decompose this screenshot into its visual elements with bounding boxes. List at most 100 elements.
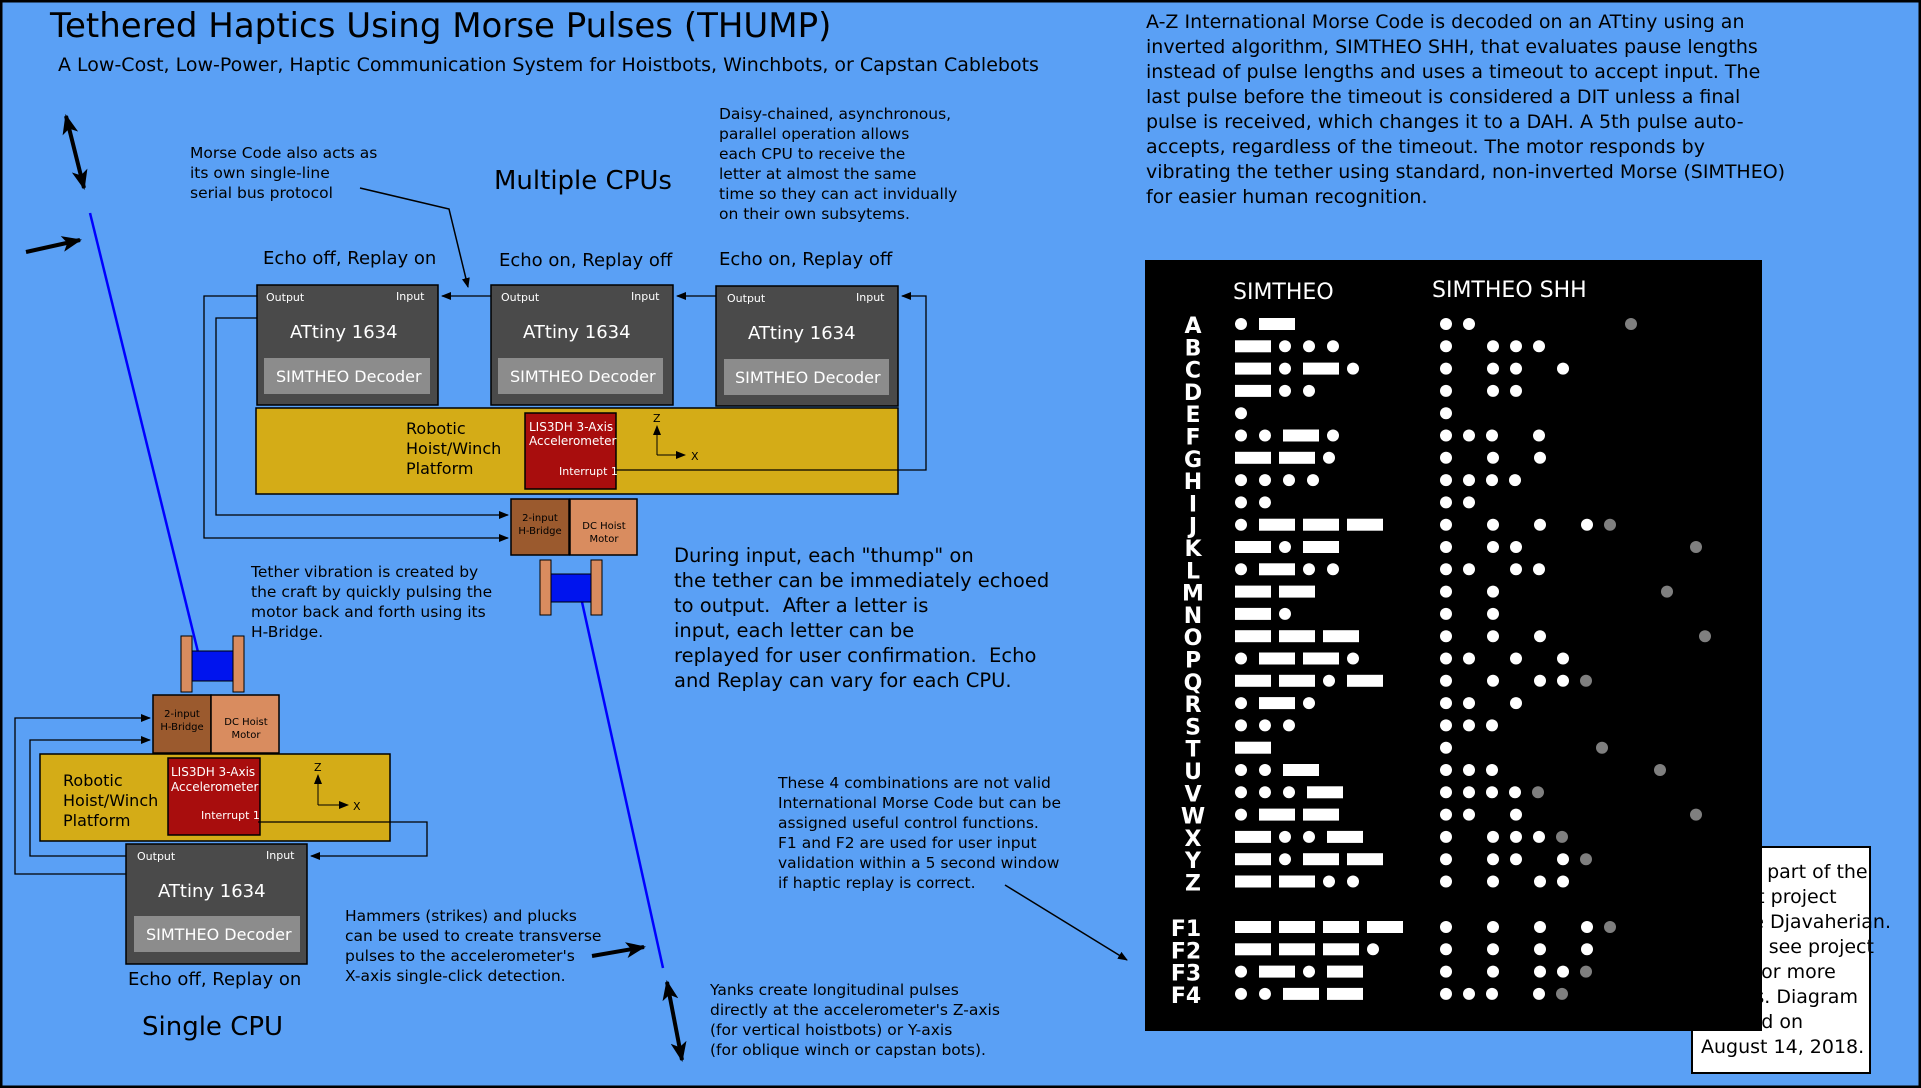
morse-dah — [1283, 987, 1319, 1000]
morse-dit — [1259, 987, 1271, 1000]
shh-pulse — [1557, 875, 1569, 888]
shh-pulse — [1487, 830, 1499, 843]
morse-row: U — [1184, 760, 1666, 785]
morse-letter: U — [1184, 760, 1202, 785]
spool-flange-left-multi — [539, 559, 552, 616]
morse-row: G — [1184, 448, 1546, 473]
morse-dit — [1367, 943, 1379, 956]
morse-dit — [1235, 318, 1247, 330]
shh-pulse — [1463, 429, 1475, 442]
morse-dah — [1235, 585, 1271, 598]
shh-pulse — [1486, 764, 1498, 776]
morse-letter: S — [1185, 715, 1201, 740]
morse-row: E — [1185, 403, 1452, 428]
shh-pulse — [1510, 563, 1522, 576]
morse-dah — [1235, 741, 1271, 754]
cpu3-mode-label: Echo on, Replay off — [719, 249, 893, 270]
shh-pulse — [1440, 474, 1452, 487]
shh-pulse — [1487, 943, 1499, 956]
morse-dah — [1323, 943, 1359, 956]
hammers-note: Hammers (strikes) and plucks can be used… — [345, 907, 602, 985]
hbridge-single — [152, 694, 212, 754]
morse-dah — [1235, 830, 1271, 843]
morse-dit — [1259, 764, 1271, 776]
morse-letter: D — [1184, 381, 1202, 406]
morse-letter: V — [1184, 782, 1201, 807]
morse-dah — [1327, 987, 1363, 1000]
cpu3-decoder-label: SIMTHEO Decoder — [735, 368, 881, 387]
morse-dah — [1279, 875, 1315, 888]
morse-dit — [1235, 496, 1247, 509]
morse-row: R — [1185, 693, 1522, 718]
timeout-marker — [1690, 541, 1702, 553]
morse-dit — [1259, 474, 1271, 487]
shh-pulse — [1440, 764, 1452, 776]
combinations-note: These 4 combinations are not valid Inter… — [778, 774, 1062, 892]
morse-dah — [1279, 451, 1315, 464]
fifth-pulse-marker — [1604, 518, 1616, 531]
shh-pulse — [1463, 652, 1475, 665]
cpu1-decoder — [264, 358, 430, 394]
shh-pulse — [1440, 697, 1452, 710]
morse-letter: F1 — [1171, 917, 1201, 942]
morse-row: F1 — [1171, 917, 1616, 942]
morse-dah — [1259, 563, 1295, 576]
shh-pulse — [1440, 808, 1452, 821]
morse-dit — [1303, 384, 1315, 397]
shh-pulse — [1440, 943, 1452, 956]
cpu-single-chip-label: ATtiny 1634 — [158, 881, 266, 902]
cpu3-output-label: Output — [727, 292, 766, 305]
morse-dit — [1327, 340, 1339, 353]
shh-pulse — [1534, 451, 1546, 464]
shh-pulse — [1486, 719, 1498, 732]
morse-row: F2 — [1171, 939, 1593, 964]
morse-letter: Y — [1184, 849, 1202, 874]
morse-header-shh: SIMTHEO SHH — [1432, 278, 1587, 303]
morse-dit — [1279, 362, 1291, 375]
morse-dah — [1347, 674, 1383, 687]
shh-pulse — [1486, 786, 1498, 799]
morse-dit — [1279, 853, 1291, 866]
shh-pulse — [1534, 921, 1546, 933]
shh-pulse — [1510, 853, 1522, 866]
yank-arrow-top — [62, 114, 88, 190]
yanks-note: Yanks create longitudinal pulses directl… — [710, 981, 1000, 1059]
shh-pulse — [1534, 875, 1546, 888]
morse-letter: Z — [1185, 872, 1201, 897]
shh-pulse — [1463, 496, 1475, 509]
morse-row: C — [1185, 359, 1569, 384]
cpu2-output-label: Output — [501, 291, 540, 304]
morse-dah — [1327, 830, 1363, 843]
shh-pulse — [1487, 875, 1499, 888]
morse-dit — [1235, 429, 1247, 442]
shh-pulse — [1487, 451, 1499, 464]
shh-pulse — [1440, 652, 1452, 665]
morse-row: T — [1185, 738, 1608, 763]
morse-dah — [1259, 318, 1295, 330]
morse-row: P — [1185, 649, 1569, 674]
shh-pulse — [1440, 429, 1452, 442]
morse-row: A — [1184, 314, 1637, 339]
morse-dit — [1235, 697, 1247, 710]
upper-tether — [88, 212, 200, 653]
cpu-single-output-label: Output — [137, 850, 176, 863]
shh-pulse — [1509, 786, 1521, 799]
shh-pulse — [1440, 541, 1452, 553]
morse-dit — [1235, 786, 1247, 799]
morse-letter: J — [1187, 515, 1197, 540]
morse-dit — [1347, 362, 1359, 375]
shh-pulse — [1487, 674, 1499, 687]
bus-protocol-callout — [359, 187, 470, 288]
morse-letter: Q — [1184, 671, 1203, 696]
shh-pulse — [1440, 563, 1452, 576]
shh-pulse — [1487, 607, 1499, 620]
morse-row: N — [1184, 604, 1499, 629]
hbridge-multi — [510, 498, 570, 556]
timeout-marker — [1625, 318, 1637, 330]
timeout-marker — [1654, 764, 1666, 776]
cpu-single-decoder — [134, 916, 300, 952]
interrupt-label-single: Interrupt 1 — [201, 809, 260, 822]
